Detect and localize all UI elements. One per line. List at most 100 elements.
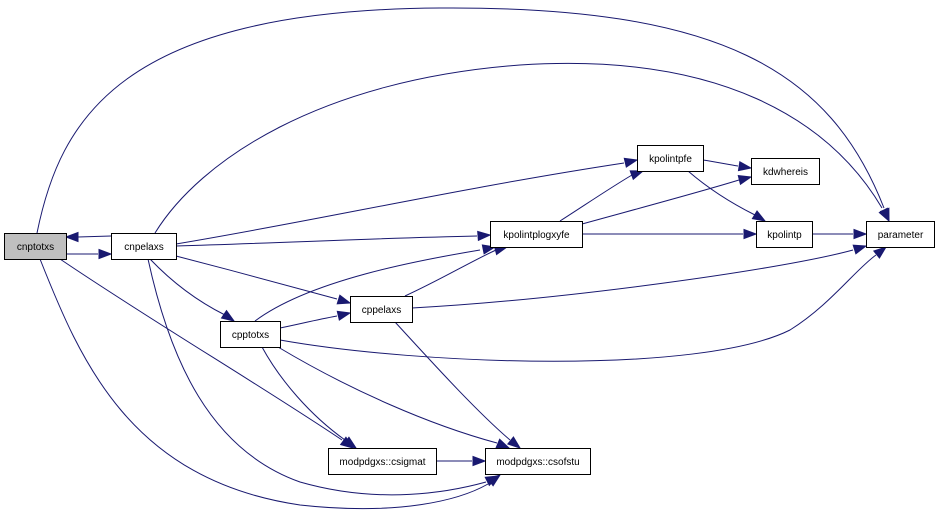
node-cnpelaxs[interactable]: cnpelaxs [111, 233, 177, 260]
arrowhead [853, 228, 868, 240]
arrowhead [495, 438, 511, 449]
edge-line [261, 346, 346, 441]
arrowhead [220, 309, 236, 322]
node-label: kpolintpfe [649, 154, 692, 165]
node-label: cpptotxs [232, 330, 269, 341]
edge-line [39, 258, 489, 510]
edge-line [175, 162, 625, 245]
node-parameter[interactable]: parameter [866, 221, 935, 248]
arrowhead [64, 231, 79, 243]
node-box[interactable] [220, 321, 281, 348]
node-box[interactable] [756, 221, 813, 248]
edge-kpolintplogxyfe-to-kdwhereis [581, 174, 753, 225]
edge-line [559, 174, 633, 222]
arrowhead [484, 475, 500, 487]
edge-cpptotxs-to-cppelaxs [279, 310, 352, 329]
arrowhead [98, 248, 113, 260]
edge-line [279, 254, 877, 362]
edge-kpolintplogxyfe-to-kpolintp [582, 228, 758, 240]
arrowhead [336, 294, 352, 305]
node-box[interactable] [350, 296, 413, 323]
edge-line [404, 249, 497, 297]
node-label: kpolintplogxyfe [503, 230, 570, 241]
edge-cnpelaxs-to-cnptotxs [64, 231, 112, 243]
arrowhead [878, 207, 890, 223]
edge-line [36, 7, 885, 234]
node-box[interactable] [485, 448, 591, 475]
arrowhead [629, 170, 645, 181]
edge-line [702, 159, 739, 167]
arrowhead [852, 244, 868, 255]
edge-cnpelaxs-to-csofstu [147, 258, 500, 496]
node-label: cppelaxs [362, 305, 401, 316]
node-box[interactable] [490, 221, 583, 248]
node-kpolintp[interactable]: kpolintp [756, 221, 813, 248]
edge-line [175, 255, 338, 300]
node-label: parameter [878, 230, 924, 241]
edge-kpolintp-to-parameter [812, 228, 868, 240]
edge-line [581, 179, 740, 225]
edge-line [687, 170, 756, 216]
arrowhead [336, 310, 352, 321]
node-box[interactable] [866, 221, 935, 248]
edge-cnptotxs-to-cnpelaxs [66, 248, 113, 260]
node-label: kdwhereis [763, 167, 808, 178]
arrowhead [506, 436, 522, 449]
edge-kpolintpfe-to-kpolintp [687, 170, 767, 222]
edge-cnpelaxs-to-cppelaxs [175, 255, 352, 305]
arrowhead [342, 436, 358, 449]
edge-cnpelaxs-to-cpptotxs [149, 258, 236, 322]
edge-line [411, 249, 854, 309]
node-label: modpdgxs::csigmat [339, 457, 425, 468]
edge-cppelaxs-to-parameter [411, 244, 868, 309]
edge-kpolintpfe-to-kdwhereis [702, 159, 753, 172]
node-box[interactable] [111, 233, 177, 260]
edge-cppelaxs-to-csofstu [394, 321, 522, 449]
edge-cnpelaxs-to-parameter [154, 62, 890, 234]
arrowhead [743, 228, 758, 240]
node-cnptotxs[interactable]: cnptotxs [4, 233, 67, 260]
edge-line [394, 321, 511, 441]
arrowhead [872, 246, 888, 259]
node-cpptotxs[interactable]: cpptotxs [220, 321, 281, 348]
node-box[interactable] [4, 233, 67, 260]
arrowhead [623, 157, 639, 168]
node-box[interactable] [637, 145, 704, 172]
edge-cnptotxs-to-csigmat [59, 258, 355, 449]
edge-cpptotxs-to-csigmat [261, 346, 358, 449]
edge-line [154, 62, 883, 234]
node-label: modpdgxs::csofstu [496, 457, 579, 468]
edge-line [254, 249, 481, 322]
arrowhead [737, 174, 753, 186]
node-csigmat[interactable]: modpdgxs::csigmat [328, 448, 437, 475]
node-kpolintpfe[interactable]: kpolintpfe [637, 145, 704, 172]
arrowhead [737, 160, 753, 172]
node-kdwhereis[interactable]: kdwhereis [751, 158, 820, 185]
edge-cnptotxs-to-parameter [36, 7, 890, 234]
edge-cpptotxs-to-parameter [279, 246, 888, 362]
edge-cnpelaxs-to-kpolintplogxyfe [175, 230, 492, 247]
edge-cppelaxs-to-kpolintplogxyfe [404, 245, 509, 297]
arrowhead [472, 455, 487, 467]
node-box[interactable] [328, 448, 437, 475]
node-cppelaxs[interactable]: cppelaxs [350, 296, 413, 323]
edge-line [149, 258, 226, 316]
node-csofstu[interactable]: modpdgxs::csofstu [485, 448, 591, 475]
nodes-layer: cnptotxs cnpelaxs cpptotxs cppelaxs kpolintp… [4, 145, 935, 475]
edge-line [277, 346, 498, 444]
edge-cpptotxs-to-csofstu [277, 346, 511, 449]
arrowhead [751, 210, 767, 222]
edge-kpolintplogxyfe-to-kpolintpfe [559, 170, 645, 222]
arrowhead [477, 230, 492, 242]
node-box[interactable] [751, 158, 820, 185]
node-label: kpolintp [767, 230, 802, 241]
edge-line [175, 235, 478, 247]
edge-line [59, 258, 343, 441]
edge-cnpelaxs-to-kpolintpfe [175, 157, 639, 245]
edge-line [279, 315, 338, 329]
edges-layer [36, 7, 890, 510]
edge-line [77, 235, 112, 238]
node-label: cnptotxs [17, 242, 54, 253]
node-kpolintplogxyfe[interactable]: kpolintplogxyfe [490, 221, 583, 248]
